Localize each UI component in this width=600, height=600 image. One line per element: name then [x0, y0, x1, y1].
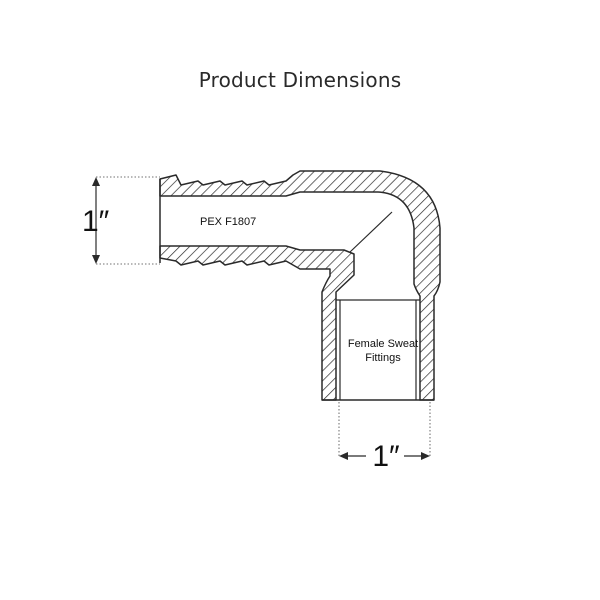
lower-wall-section [159, 245, 355, 401]
bottom-arrow-left-icon [339, 452, 348, 460]
fittings-label: Fittings [365, 352, 401, 364]
page-title: Product Dimensions [198, 68, 402, 92]
pex-label: PEX F1807 [200, 216, 256, 228]
bottom-dimension-value: 1″ [372, 440, 400, 473]
left-dimension-value: 1″ [82, 205, 110, 238]
left-arrow-down-icon [92, 255, 100, 264]
bore-diagonal-line [349, 211, 393, 253]
female-sweat-label: Female Sweat [348, 338, 418, 350]
left-arrow-up-icon [92, 177, 100, 186]
upper-wall-section [159, 170, 441, 401]
bottom-arrow-right-icon [421, 452, 430, 460]
